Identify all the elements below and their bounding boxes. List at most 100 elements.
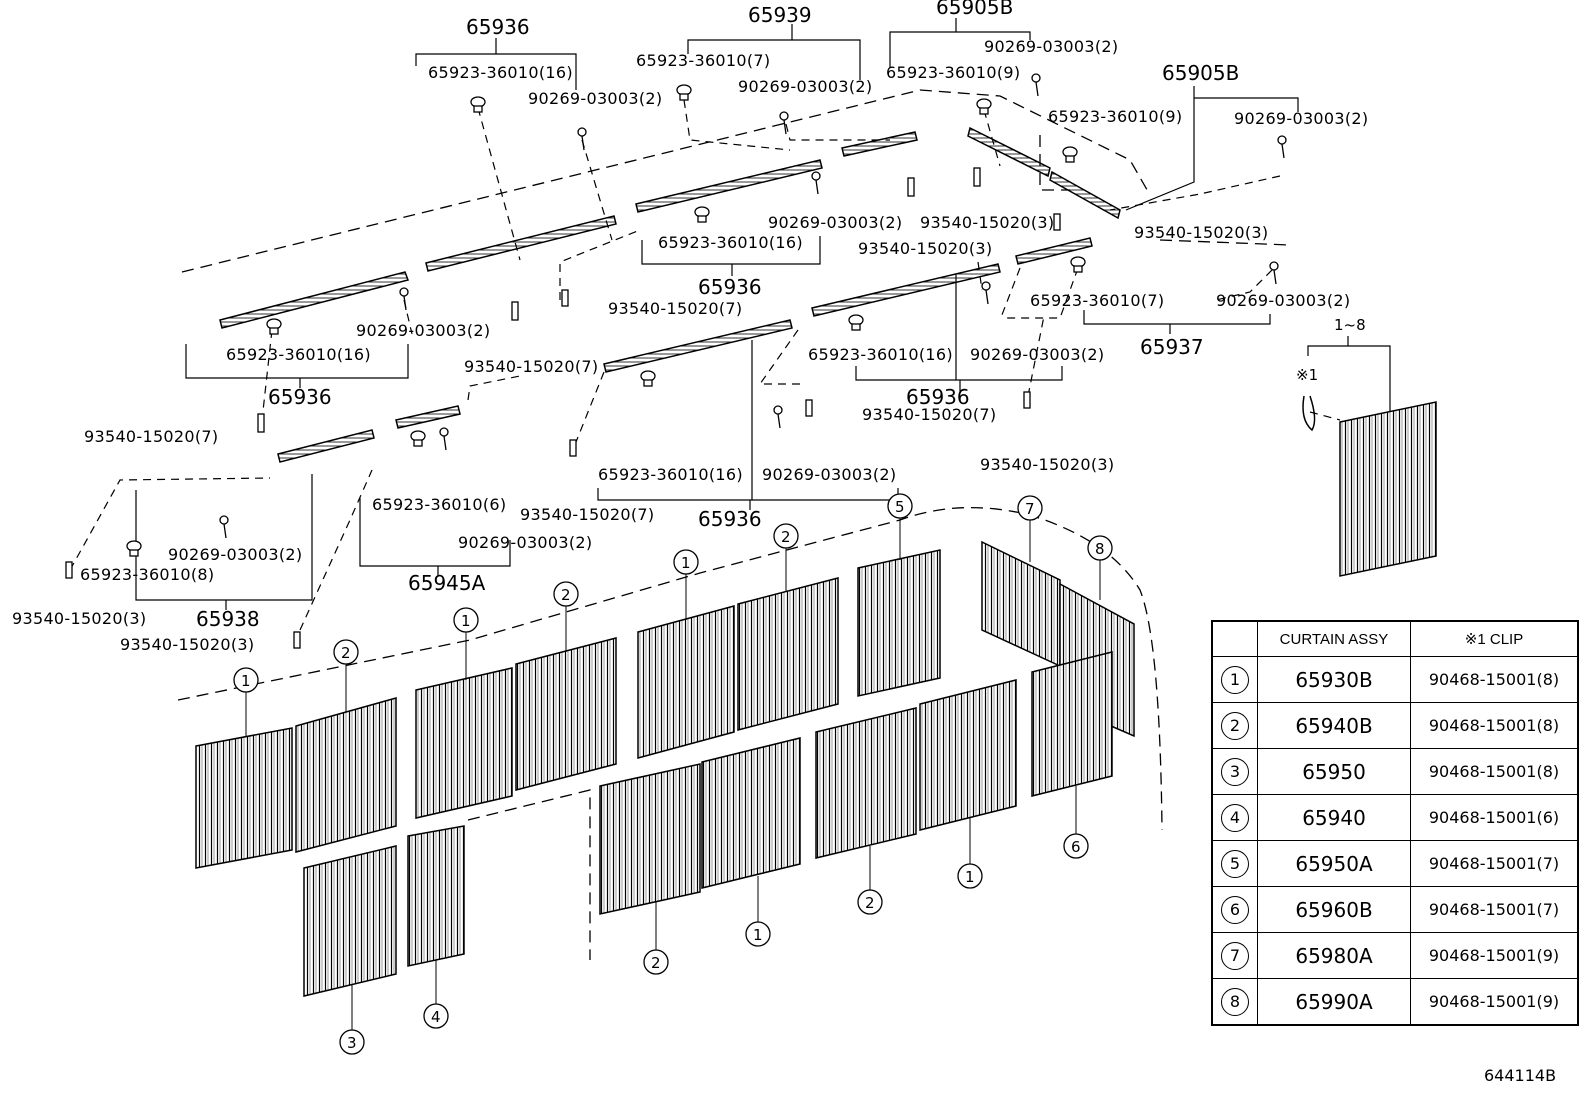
svg-text:3: 3: [347, 1034, 357, 1052]
curtain-panel: [295, 697, 397, 853]
svg-text:5: 5: [895, 498, 905, 516]
screw-icon: [293, 631, 301, 649]
screw-icon: [511, 301, 519, 321]
callout-1: 1: [453, 607, 479, 680]
assy-65936-label: 65936: [466, 15, 530, 39]
callout-1: 1: [745, 876, 771, 947]
callout-1: 1: [673, 549, 699, 620]
pn-label: 65923-36010(9): [1048, 107, 1182, 126]
part-number-labels: 65936 65939 65905B 65905B 65936 65936 65…: [12, 0, 1368, 654]
pn-label: 65923-36010(16): [598, 465, 743, 484]
pn-label: 90269-03003(2): [458, 533, 592, 552]
pn-label: 90269-03003(2): [738, 77, 872, 96]
pn-label: 65923-36010(16): [658, 233, 803, 252]
curtain-panel: [919, 679, 1017, 831]
assy-65939-label: 65939: [748, 3, 812, 27]
curtain-panel: [637, 605, 735, 759]
curtain-panel: [701, 737, 801, 889]
curtain-panel-detail: [1339, 401, 1437, 577]
assy-65905b-label-2: 65905B: [1162, 61, 1239, 85]
pn-label: 93540-15020(3): [920, 213, 1054, 232]
screw-icon: [907, 177, 915, 197]
clip-icon: [126, 540, 142, 557]
pn-label: 93540-15020(7): [520, 505, 654, 524]
callout-3: 3: [339, 984, 365, 1055]
clip-cell: 90468-15001(6): [1410, 794, 1579, 841]
svg-text:4: 4: [431, 1008, 441, 1026]
pn-label: 65923-36010(7): [1030, 291, 1164, 310]
clip-icon: [1062, 146, 1078, 163]
clip-cell: 90468-15001(9): [1410, 932, 1579, 979]
pn-label: 65923-36010(16): [226, 345, 371, 364]
assy-65937-label: 65937: [1140, 335, 1204, 359]
curtain-panel: [857, 549, 941, 697]
clip-icon: [694, 206, 710, 223]
assy-cell: 65930B: [1257, 656, 1411, 703]
bolt-icon: [779, 111, 789, 135]
curtain-panel: [737, 577, 839, 731]
clip-icon: [266, 318, 282, 335]
pn-label: 90269-03003(2): [168, 545, 302, 564]
assy-cell: 65980A: [1257, 932, 1411, 979]
leader-lines: [135, 18, 1391, 610]
bolt-icon: [399, 287, 409, 311]
pn-label: 93540-15020(3): [1134, 223, 1268, 242]
pn-label: 93540-15020(7): [862, 405, 996, 424]
fasteners: [65, 73, 1287, 649]
illustration-ref-code: 644114B: [1484, 1066, 1557, 1085]
screw-icon: [561, 289, 569, 307]
assy-65938-label: 65938: [196, 607, 260, 631]
pn-label: 90269-03003(2): [528, 89, 662, 108]
clip-icon: [976, 98, 992, 115]
row-number: 3: [1221, 757, 1249, 786]
header-clip: ※1 CLIP: [1410, 620, 1579, 657]
row-number: 5: [1221, 849, 1249, 878]
curtain-rails: [219, 126, 1121, 463]
pn-label: 90269-03003(2): [970, 345, 1104, 364]
callout-2: 2: [333, 639, 359, 712]
pn-label: 93540-15020(7): [84, 427, 218, 446]
screw-icon: [65, 561, 73, 579]
header-curtain-assy: CURTAIN ASSY: [1257, 620, 1411, 657]
screw-icon: [973, 167, 981, 187]
fastener-dash-lines: [69, 99, 1341, 631]
pn-label: 90269-03003(2): [356, 321, 490, 340]
curtain-panel: [1031, 651, 1113, 797]
clip-icon: [640, 370, 656, 387]
clip-icon: [1070, 256, 1086, 273]
range-label: 1~8: [1334, 316, 1366, 334]
pn-label: 65923-36010(6): [372, 495, 506, 514]
pn-label: 90269-03003(2): [1234, 109, 1368, 128]
svg-text:2: 2: [561, 586, 571, 604]
assy-cell: 65940: [1257, 794, 1411, 841]
bolt-icon: [1277, 135, 1287, 159]
assy-cell: 65940B: [1257, 702, 1411, 749]
curtain-panel: [195, 727, 293, 869]
clip-icon: [676, 84, 692, 101]
curtain-panel: [599, 763, 701, 915]
callout-2: 2: [553, 581, 579, 652]
clip-cell: 90468-15001(8): [1410, 656, 1579, 703]
curtain-panel: [415, 667, 513, 819]
clip-cell: 90468-15001(8): [1410, 748, 1579, 795]
assy-65936-label-2: 65936: [698, 275, 762, 299]
assy-65945a-label: 65945A: [408, 571, 486, 595]
callout-4: 4: [423, 960, 449, 1029]
pn-label: 65923-36010(16): [808, 345, 953, 364]
pn-label: 93540-15020(3): [858, 239, 992, 258]
assy-cell: 65950: [1257, 748, 1411, 795]
row-number: 2: [1221, 711, 1249, 740]
clip-cell: 90468-15001(7): [1410, 840, 1579, 887]
bolt-icon: [1031, 73, 1041, 97]
pn-label: 93540-15020(3): [12, 609, 146, 628]
clip-icon: [848, 314, 864, 331]
assy-cell: 65950A: [1257, 840, 1411, 887]
bolt-icon: [439, 427, 449, 451]
table-header-row: CURTAIN ASSY ※1 CLIP: [1211, 620, 1579, 657]
